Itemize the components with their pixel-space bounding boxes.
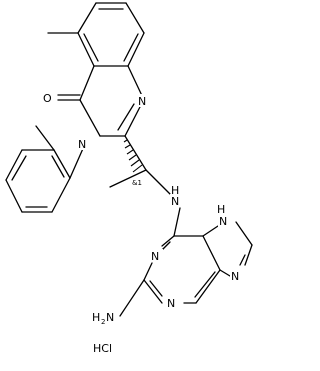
atom-label-nh-link: N [171,195,179,208]
atom-label-nh2-h: H [92,311,100,324]
atom-labels: N N O &1 N H N N H N N H 2 N HCl [42,91,243,355]
atom-label-n1: N [138,95,146,108]
atom-label-n-imid-h: N [219,215,227,228]
structure-canvas: N N O &1 N H N N H N N H 2 N HCl [5,2,253,355]
stereo-hashed-wedge [123,139,143,173]
stereo-label: &1 [132,179,142,187]
atom-label-nh-link-h: H [171,184,179,197]
atom-label-n-imid: N [231,270,239,283]
atom-label-nh2-subscript: 2 [101,318,105,326]
atom-label-oxygen: O [43,92,52,105]
atom-label-n-purine-b: N [167,297,175,310]
atom-label-n-imid-h-h: H [217,203,225,216]
atom-label-n-purine-a: N [151,250,159,263]
atom-label-n3: N [78,138,86,151]
atom-label-nh2-n: N [106,311,114,324]
bonds [5,2,253,317]
molecule-diagram: N N O &1 N H N N H N N H 2 N HCl [5,2,253,355]
salt-label: HCl [93,342,112,355]
